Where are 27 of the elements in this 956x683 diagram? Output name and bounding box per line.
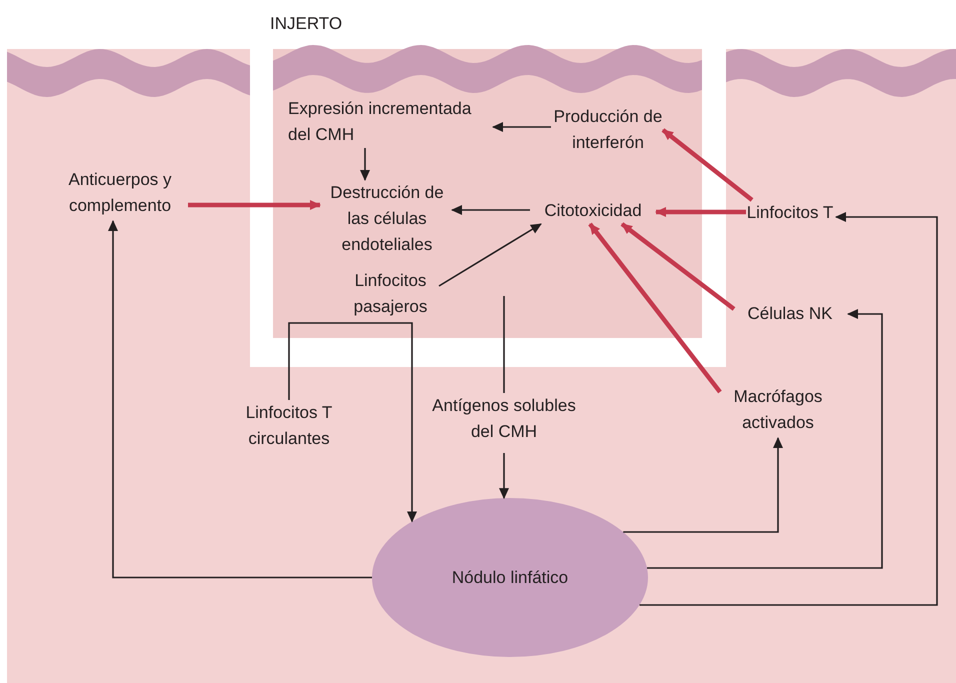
arrow xyxy=(640,212,938,606)
arrow xyxy=(655,207,746,217)
node-label: Células NK xyxy=(734,301,846,327)
node-label: Linfocitos pasajeros xyxy=(338,268,443,320)
arrow xyxy=(188,200,321,210)
arrow xyxy=(360,148,370,181)
arrow xyxy=(499,453,509,500)
node-label: Citotoxicidad xyxy=(530,198,656,224)
arrow xyxy=(288,322,417,522)
node-label: Destrucción de las células endoteliales xyxy=(322,180,452,258)
arrow xyxy=(438,223,542,287)
node-label: Antígenos solubles del CMH xyxy=(430,393,578,445)
node-label: Macrófagos activados xyxy=(720,384,836,436)
arrow xyxy=(662,128,754,202)
node-label: Linfocitos T circulantes xyxy=(238,400,340,452)
node-label: Expresión incrementada del CMH xyxy=(288,96,493,148)
arrow xyxy=(588,222,722,394)
graft-label: INJERTO xyxy=(270,14,342,34)
arrow xyxy=(451,205,530,215)
arrow xyxy=(647,309,883,569)
node-label: Anticuerpos y complemento xyxy=(66,167,174,219)
arrow xyxy=(108,220,372,578)
arrow xyxy=(492,122,551,132)
node-label: Linfocitos T xyxy=(746,200,834,226)
arrow xyxy=(623,437,783,533)
arrow xyxy=(620,222,736,311)
node-label: Producción de interferón xyxy=(553,104,663,156)
